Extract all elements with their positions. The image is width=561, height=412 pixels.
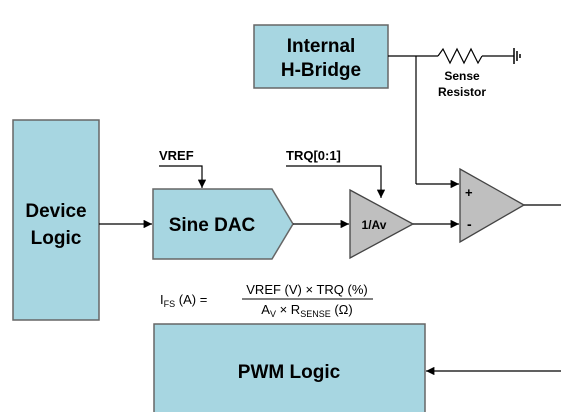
internal-hbridge-label-line2: H-Bridge (281, 60, 361, 81)
device-logic-label-line1: Device (25, 201, 86, 222)
internal-hbridge-block (253, 24, 389, 89)
attenuator-label: 1/Av (362, 218, 387, 232)
sine-dac-block (152, 188, 294, 260)
equation-den-a-sub: V (270, 309, 276, 319)
pwm-logic-block (153, 323, 426, 412)
comparator-plus-label: + (465, 185, 473, 200)
sense-resistor-label-line1: Sense (444, 69, 480, 83)
ground-icon (513, 48, 521, 64)
vref-arrow (159, 165, 207, 188)
equation-lhs-unit: (A) = (175, 292, 207, 307)
full-scale-current-equation: IFS (A) = VREF (V) × TRQ (%) AV × RSENSE… (160, 282, 373, 319)
equation-den-unit: (Ω) (331, 302, 353, 317)
internal-hbridge-label-line1: Internal (287, 36, 356, 57)
vref-label: VREF (159, 148, 194, 163)
trq-arrow (286, 165, 386, 198)
equation-lhs-i: I (160, 292, 164, 307)
trq-label: TRQ[0:1] (286, 148, 341, 163)
sense-resistor-symbol (437, 47, 483, 65)
equation-den-mid: × R (276, 302, 300, 317)
equation-numerator: VREF (V) × TRQ (%) (246, 282, 367, 297)
equation-den-a: A (261, 302, 270, 317)
sine-dac-label: Sine DAC (169, 215, 256, 236)
comparator-triangle (459, 167, 526, 244)
pwm-logic-label: PWM Logic (238, 362, 341, 383)
comparator-minus-label: - (467, 216, 472, 232)
svg-text:AV × RSENSE (Ω): AV × RSENSE (Ω) (261, 302, 352, 319)
equation-den-r-sub: SENSE (300, 309, 331, 319)
equation-lhs-sub: FS (164, 299, 176, 309)
sense-resistor-label-line2: Resistor (438, 85, 486, 99)
svg-text:IFS (A) =: IFS (A) = (160, 292, 207, 309)
device-logic-label-line2: Logic (31, 228, 82, 249)
device-logic-block (12, 119, 100, 321)
attenuator-triangle (349, 188, 415, 260)
